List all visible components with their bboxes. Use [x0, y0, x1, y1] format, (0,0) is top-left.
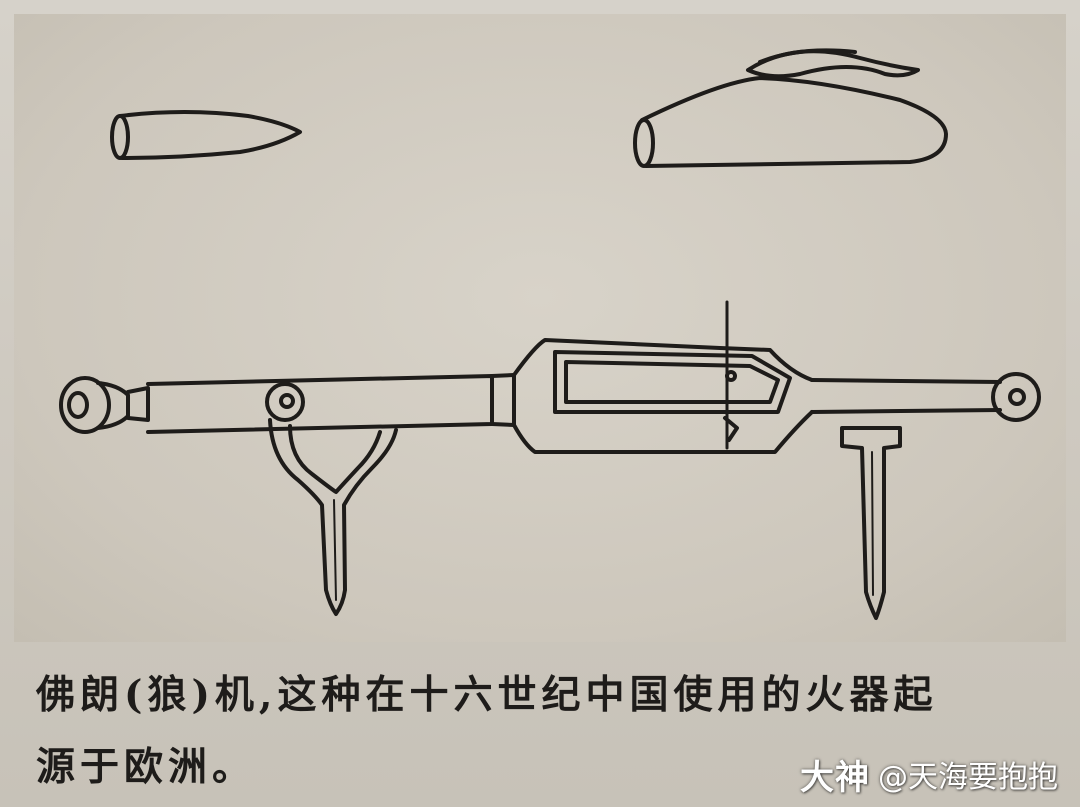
- breech-chamber-drawing: [633, 48, 948, 168]
- watermark-logo: 大神: [800, 757, 870, 798]
- wedge-pin-drawing: [840, 426, 902, 620]
- cannon-drawing: [59, 300, 1041, 454]
- caption-line-1: 佛朗(狼)机,这种在十六世纪中国使用的火器起: [36, 672, 938, 718]
- watermark: 大神 @天海要抱抱: [800, 751, 1058, 798]
- watermark-handle: @天海要抱抱: [878, 760, 1058, 795]
- swivel-mount-drawing: [268, 418, 398, 616]
- caption-line-2: 源于欧洲。: [36, 744, 257, 790]
- illustration-plate: [14, 14, 1066, 642]
- shell-drawing: [110, 110, 302, 160]
